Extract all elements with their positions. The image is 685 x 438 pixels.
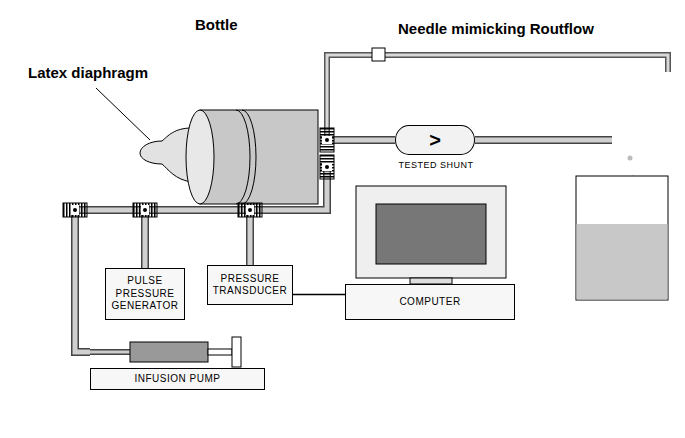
connector-path (320, 136, 395, 144)
monitor (356, 186, 506, 278)
beaker-fluid (577, 224, 668, 300)
tee-fitting (63, 203, 87, 217)
outflow-tube (475, 136, 612, 144)
bottle-cap (186, 110, 214, 204)
transducer-box: PRESSURE TRANSDUCER (207, 265, 293, 305)
computer-unit: COMPUTER (345, 284, 515, 320)
bottle-ring (236, 110, 250, 204)
bottle: Bottle (183, 108, 320, 206)
syringe-nozzle (90, 351, 130, 354)
connector-path (75, 167, 327, 352)
leader-line (96, 88, 150, 140)
node-label: INFUSION PUMP (90, 368, 265, 390)
node-label: COMPUTER (399, 296, 460, 309)
syringe-rod (208, 349, 232, 355)
signal-cable (293, 294, 345, 295)
tee-fitting (133, 203, 157, 217)
syringe-nozzle (90, 349, 130, 355)
node-caption: TESTED SHUNT (386, 160, 486, 170)
monitor-screen (376, 204, 486, 264)
tee-fitting (320, 155, 334, 179)
syringe-barrel (130, 342, 208, 362)
node-label: Bottle (195, 16, 238, 33)
tubing (145, 167, 327, 268)
node-label: > (429, 130, 441, 150)
needle-tube (327, 55, 668, 140)
pulse-generator-box: PULSE PRESSURE GENERATOR (105, 268, 185, 320)
tubing (75, 167, 327, 352)
connector-path (145, 167, 327, 268)
diaphragm-label: Latex diaphragm (28, 64, 148, 81)
syringe-plunger (232, 337, 241, 367)
outflow-tube (475, 138, 612, 143)
tee-fitting (238, 203, 262, 217)
infusion-pump: INFUSION PUMP (90, 335, 265, 390)
latex-diaphragm (140, 128, 192, 182)
tested-shunt: >TESTED SHUNT (395, 125, 475, 155)
connector-path (145, 167, 327, 268)
bottle-ring (242, 110, 256, 204)
connector-path (293, 294, 345, 296)
node-label: PRESSURE TRANSDUCER (212, 273, 288, 298)
connector-path (75, 167, 327, 352)
tee-fitting (320, 128, 334, 152)
beaker (576, 176, 668, 300)
needle-label: Needle mimicking Routflow (398, 20, 594, 37)
needle-tube (327, 55, 668, 140)
drop (628, 156, 633, 161)
bottle-body (200, 110, 318, 204)
needle-hub (372, 48, 385, 61)
node-label: PULSE PRESSURE GENERATOR (110, 275, 180, 313)
